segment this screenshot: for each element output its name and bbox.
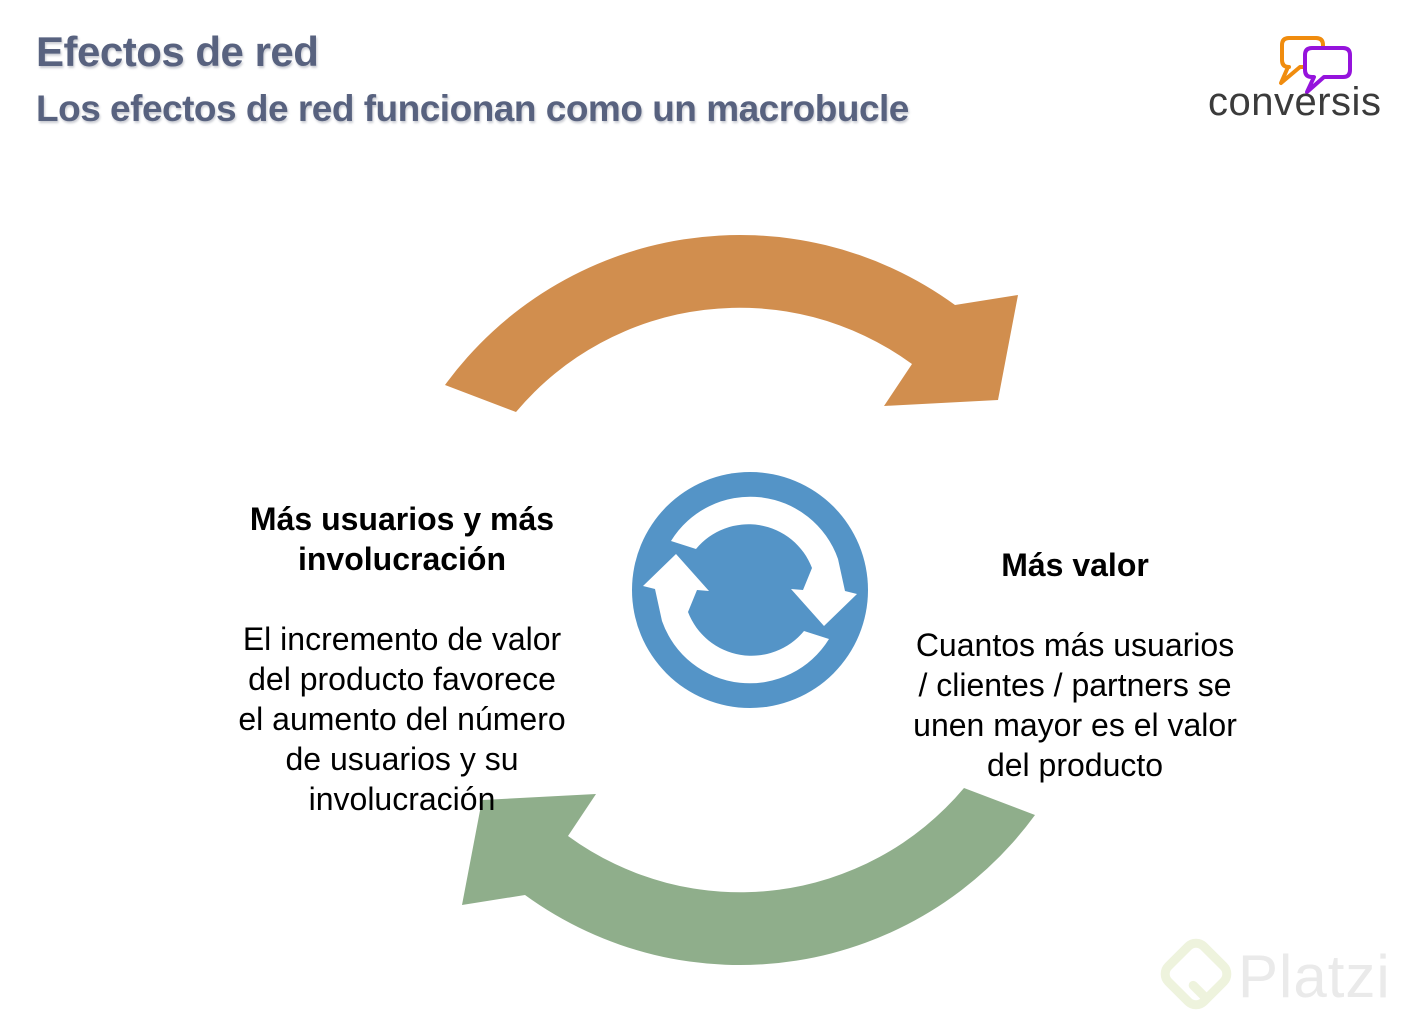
cycle-node-left: Más usuarios y más involucración El incr…: [202, 459, 602, 859]
watermark: Platzi: [1152, 928, 1412, 1023]
page-title: Efectos de red: [36, 28, 319, 75]
curved-arrow-bottom-icon: [462, 788, 1035, 966]
sync-arrow-clockwise-top: [671, 496, 857, 626]
watermark-text: Platzi: [1238, 943, 1391, 1010]
curved-arrow-top-icon: [445, 234, 1018, 412]
speech-bubbles-icon: [1279, 36, 1352, 94]
logo-wordmark: conversis: [1208, 80, 1382, 124]
left-node-body: El incremento de valor del producto favo…: [238, 621, 566, 817]
cycle-node-right: Más valor Cuantos más usuarios / cliente…: [875, 505, 1275, 825]
left-node-heading: Más usuarios y más involucración: [249, 501, 555, 577]
sync-cycle-icon: [632, 472, 868, 708]
sync-arrow-clockwise-bottom: [643, 554, 829, 684]
page-subtitle: Los efectos de red funcionan como un mac…: [36, 88, 909, 129]
right-node-body: Cuantos más usuarios / clientes / partne…: [913, 627, 1237, 783]
platzi-diamond-icon: [1160, 938, 1232, 1010]
purple-speech-bubble: [1303, 46, 1352, 94]
right-node-heading: Más valor: [1001, 547, 1149, 583]
